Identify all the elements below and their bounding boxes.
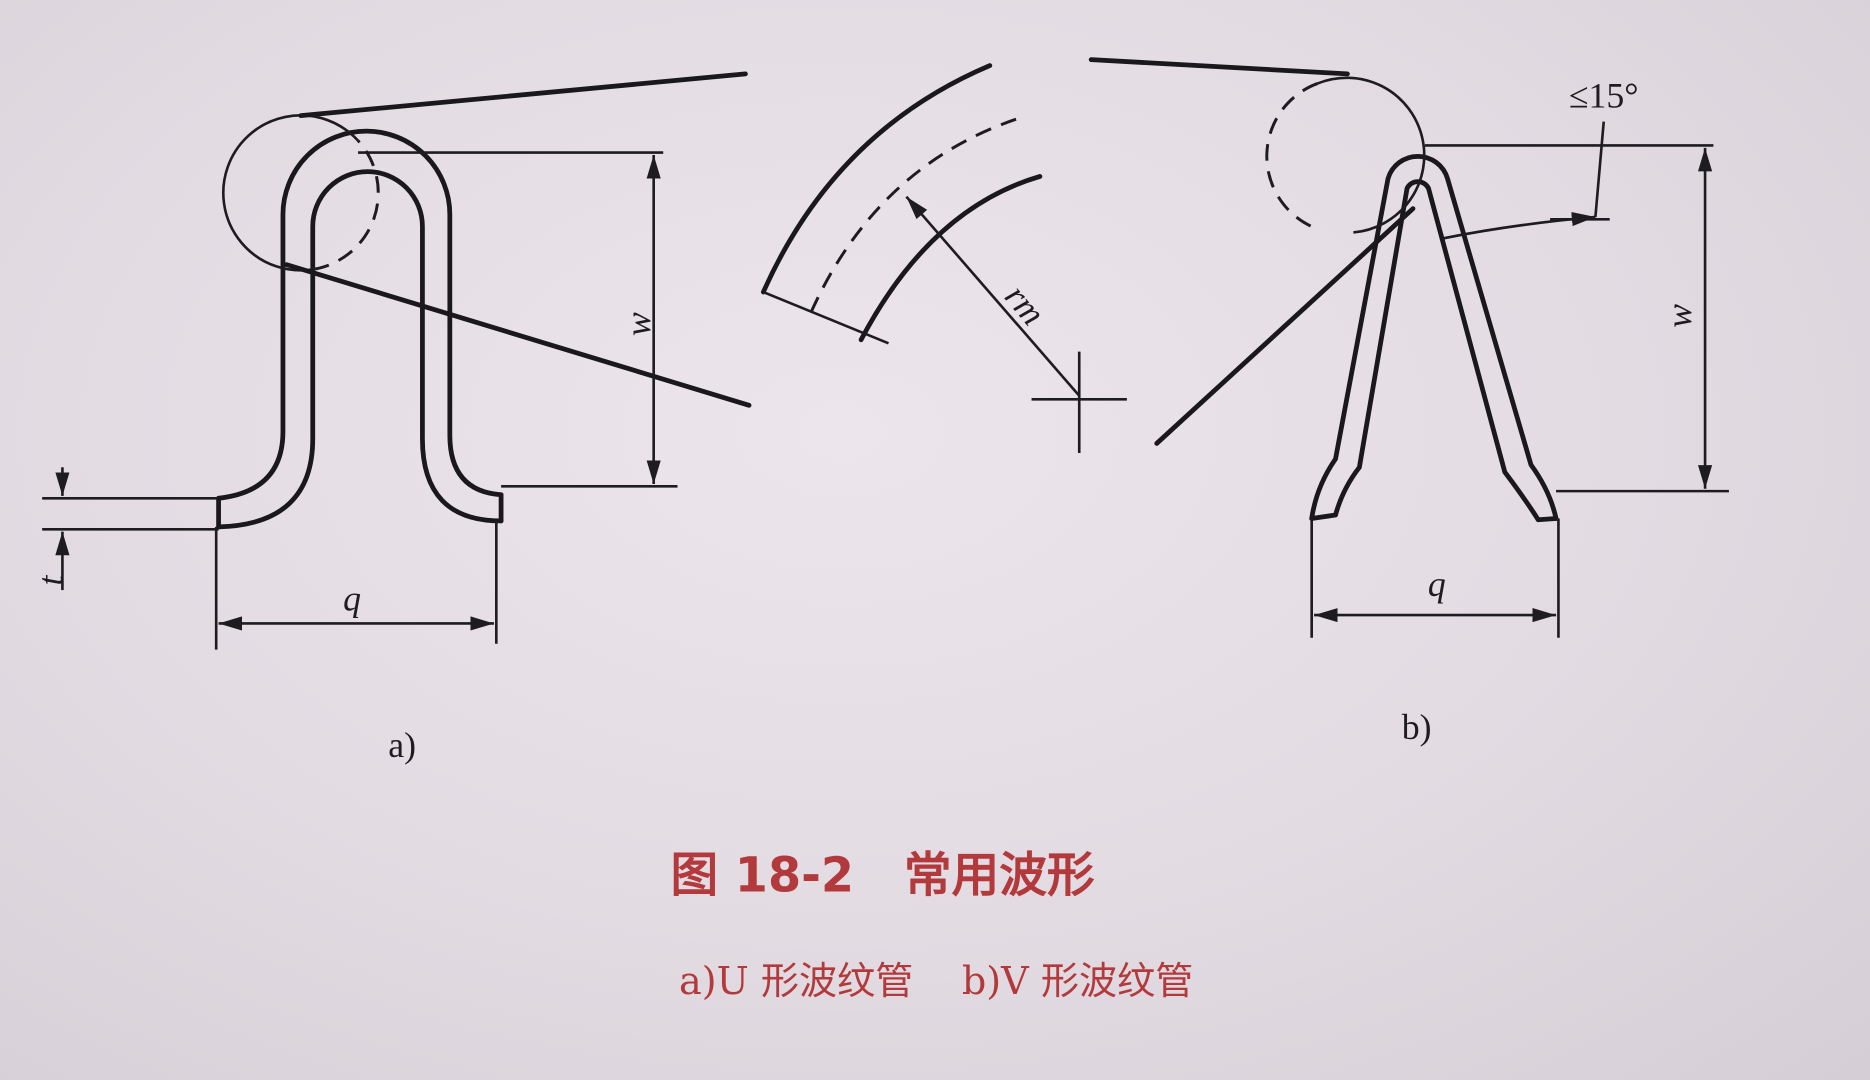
v-angle-annotation: ≤15° [1442, 75, 1639, 240]
u-thickness-label: t [30, 574, 70, 585]
u-thickness-dimension: t [30, 467, 219, 591]
v-pitch-dimension: q [1310, 518, 1560, 638]
u-shape-profile [216, 128, 504, 530]
v-angle-label: ≤15° [1569, 75, 1639, 115]
figure-title: 图 18-2 常用波形 [671, 849, 1095, 904]
v-height-label: w [1659, 304, 1699, 328]
u-detail-circle [222, 71, 752, 408]
v-shape-profile [1309, 153, 1559, 523]
u-pitch-dimension: q [214, 520, 498, 650]
u-pitch-label: q [343, 578, 361, 618]
u-height-label: w [618, 312, 658, 336]
panel-b-label: b) [1402, 707, 1432, 747]
arc-detail: rm [760, 63, 1127, 453]
figure-subcaption: a)U 形波纹管 b)V 形波纹管 [679, 959, 1193, 1003]
u-height-dimension: w [358, 151, 678, 488]
panel-a-label: a) [388, 725, 416, 765]
mean-radius-label: rm [997, 277, 1053, 333]
v-pitch-label: q [1428, 564, 1446, 604]
v-height-dimension: w [1424, 144, 1729, 493]
v-detail-circle [1088, 57, 1426, 446]
